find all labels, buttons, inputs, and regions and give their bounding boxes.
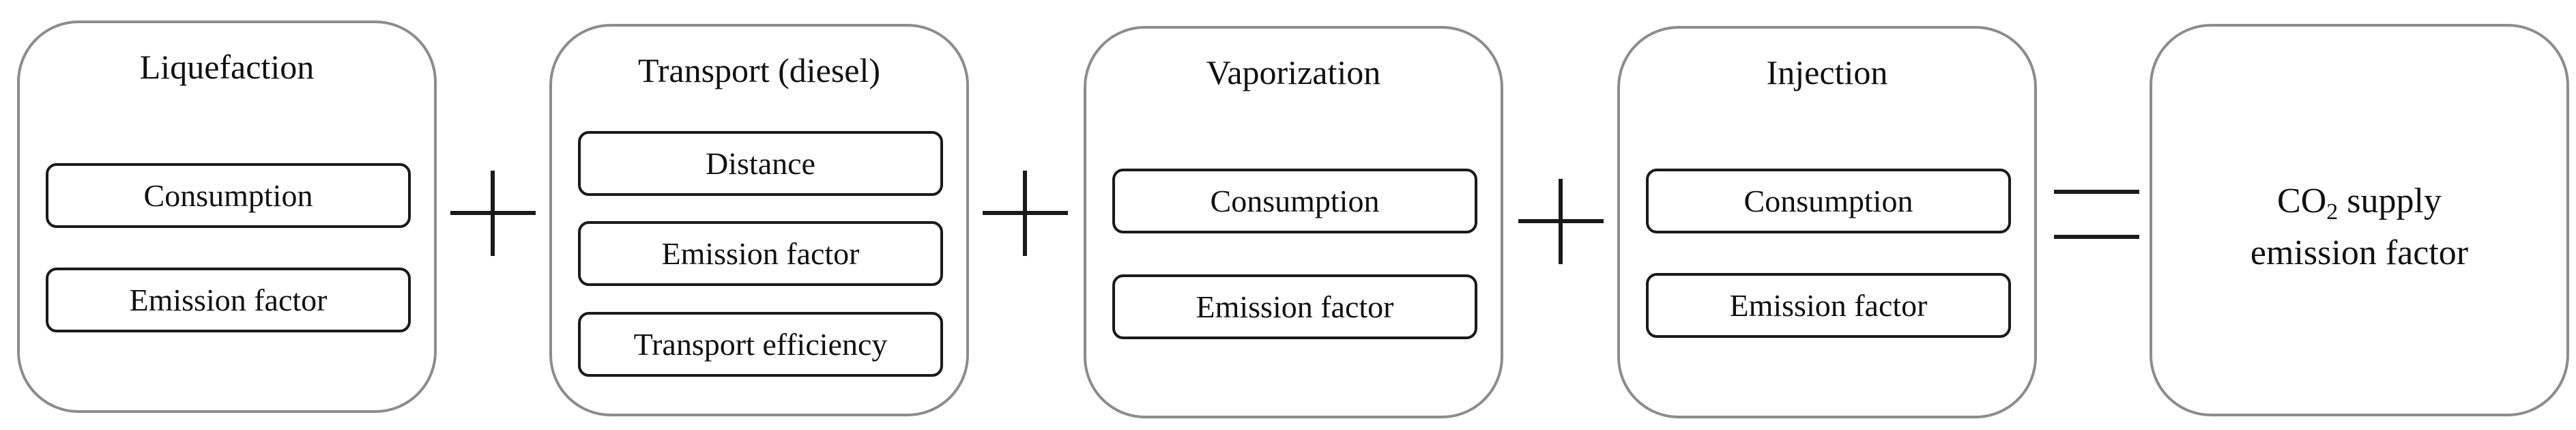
result-line-1: CO2 supply bbox=[2152, 175, 2566, 227]
equals-bottom-bar bbox=[2054, 235, 2139, 239]
item-emission-factor: Emission factor bbox=[1646, 273, 2011, 338]
plus-vertical-bar bbox=[1559, 179, 1563, 264]
plus-operator bbox=[450, 171, 536, 256]
item-emission-factor: Emission factor bbox=[578, 221, 943, 286]
item-emission-factor: Emission factor bbox=[1112, 274, 1477, 339]
formula-main: CO bbox=[2277, 182, 2327, 220]
stage-transport: Transport (diesel) Distance Emission fac… bbox=[549, 24, 969, 416]
plus-operator bbox=[983, 171, 1068, 256]
item-emission-factor: Emission factor bbox=[46, 268, 411, 332]
item-distance: Distance bbox=[578, 131, 943, 196]
stage-title: Liquefaction bbox=[139, 48, 315, 86]
plus-vertical-bar bbox=[1023, 171, 1027, 256]
result-box: CO2 supply emission factor bbox=[2150, 24, 2569, 416]
item-transport-efficiency: Transport efficiency bbox=[578, 312, 943, 377]
item-consumption: Consumption bbox=[1646, 169, 2011, 233]
plus-operator bbox=[1518, 179, 1604, 264]
stage-title: Vaporization bbox=[1206, 53, 1381, 91]
result-line-1-rest: supply bbox=[2347, 182, 2442, 220]
item-consumption: Consumption bbox=[1112, 169, 1477, 233]
equals-top-bar bbox=[2054, 190, 2139, 194]
item-consumption: Consumption bbox=[46, 163, 411, 228]
plus-vertical-bar bbox=[491, 171, 495, 256]
equals-operator bbox=[2054, 190, 2139, 239]
result-label: CO2 supply emission factor bbox=[2152, 175, 2566, 279]
stage-liquefaction: Liquefaction Consumption Emission factor bbox=[17, 20, 437, 413]
formula-subscript: 2 bbox=[2326, 199, 2339, 225]
stage-title: Transport (diesel) bbox=[637, 51, 881, 89]
stage-title: Injection bbox=[1766, 53, 1888, 91]
stage-vaporization: Vaporization Consumption Emission factor bbox=[1084, 26, 1503, 418]
stage-injection: Injection Consumption Emission factor bbox=[1617, 26, 2037, 418]
result-line-2: emission factor bbox=[2250, 233, 2469, 272]
